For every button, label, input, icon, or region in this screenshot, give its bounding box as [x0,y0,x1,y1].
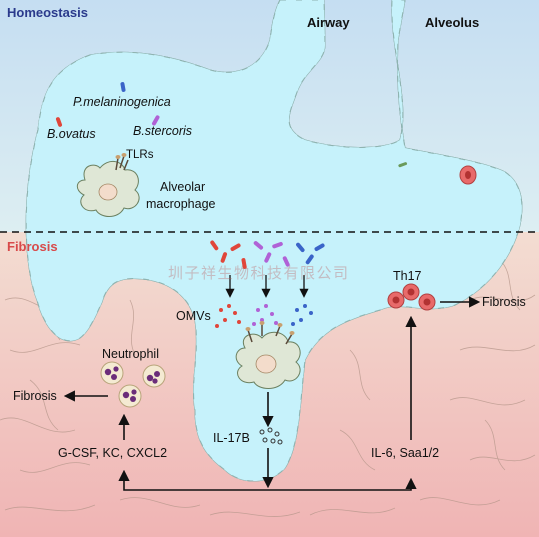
omvs-label: OMVs [176,309,211,323]
b-ovatus-label: B.ovatus [47,127,96,141]
th17-cells [387,283,436,311]
pathway-arrows [63,296,481,491]
neutrophil-label: Neutrophil [102,347,159,361]
il17b-label: IL-17B [213,431,250,445]
bacteria-fibrosis [210,240,325,269]
fibrosis-right-label: Fibrosis [482,295,526,309]
neutrophils [100,361,166,408]
homeostasis-title: Homeostasis [7,5,88,20]
fibrosis-left-label: Fibrosis [13,389,57,403]
b-stercoris-label: B.stercoris [133,124,193,138]
alveolar-red-cell [459,165,477,185]
il17b-dots [259,427,283,445]
bacteria-homeostasis [55,82,408,168]
watermark-text: 圳子祥生物科技有限公司 [168,264,350,282]
macrophage-label: macrophage [146,197,216,211]
alveolar-macrophage-fibrosis [235,321,301,389]
fibrosis-title: Fibrosis [7,239,58,254]
alveolar-macrophage-homeostasis [76,153,140,217]
p-melaninogenica-label: P.melaninogenica [73,95,171,109]
chemokines-label: G-CSF, KC, CXCL2 [58,446,168,460]
th17-label: Th17 [393,269,422,283]
tlrs-label: TLRs [126,149,154,161]
omv-arrows [225,275,309,298]
omv-vesicles [215,304,313,328]
il6-saa-label: IL-6, Saa1/2 [371,446,440,460]
airway-label: Airway [307,15,350,30]
alveolus-label: Alveolus [425,15,480,30]
alveolar-label: Alveolar [160,180,206,194]
